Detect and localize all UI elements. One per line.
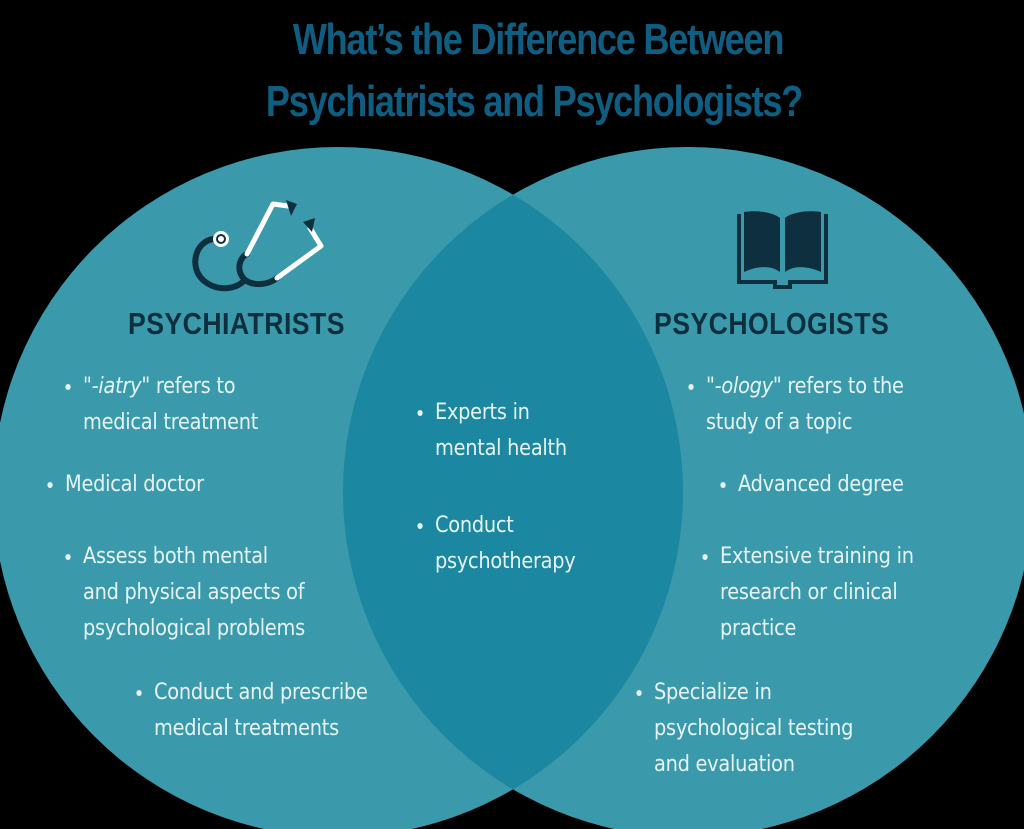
psychologists-bullet-training: Extensive training in research or clinic… [702, 539, 914, 647]
bullet-dot [417, 410, 423, 416]
bullet-dot [688, 384, 694, 390]
psychologists-bullet-ology: "-ology" refers to the study of a topic [688, 369, 904, 441]
bullet-dot [417, 523, 423, 529]
shared-bullet-psychotherapy: Conduct psychotherapy [417, 508, 576, 580]
bullet-dot [47, 482, 53, 488]
psychiatrists-bullet-medical-doctor: Medical doctor [47, 467, 204, 503]
bullet-dot [65, 384, 71, 390]
shared-bullet-experts: Experts in mental health [417, 395, 567, 467]
bullet-dot [702, 554, 708, 560]
overlap-region [343, 147, 683, 829]
bullet-dot [636, 690, 642, 696]
psychiatrists-bullet-assess: Assess both mental and physical aspects … [65, 539, 305, 647]
psychologists-heading: PSYCHOLOGISTS [654, 306, 890, 341]
title-line-1: What’s the Difference Between [292, 15, 785, 64]
bullet-dot [136, 690, 142, 696]
psychiatrists-bullet-iatry: "-iatry" refers to medical treatment [65, 369, 258, 441]
psychologists-bullet-testing: Specialize in psychological testing and … [636, 675, 853, 783]
open-book-icon [737, 211, 828, 289]
bullet-dot [720, 482, 726, 488]
psychiatrists-heading: PSYCHIATRISTS [128, 306, 345, 341]
iatry-suffix: -iatry [91, 374, 142, 399]
psychologists-bullet-advanced-degree: Advanced degree [720, 467, 904, 503]
stethoscope-icon [192, 200, 324, 292]
psychiatrists-bullet-prescribe: Conduct and prescribe medical treatments [136, 675, 368, 747]
title-line-2: Psychiatrists and Psychologists? [265, 77, 803, 126]
bullet-dot [65, 554, 71, 560]
ology-suffix: -ology [714, 374, 773, 399]
